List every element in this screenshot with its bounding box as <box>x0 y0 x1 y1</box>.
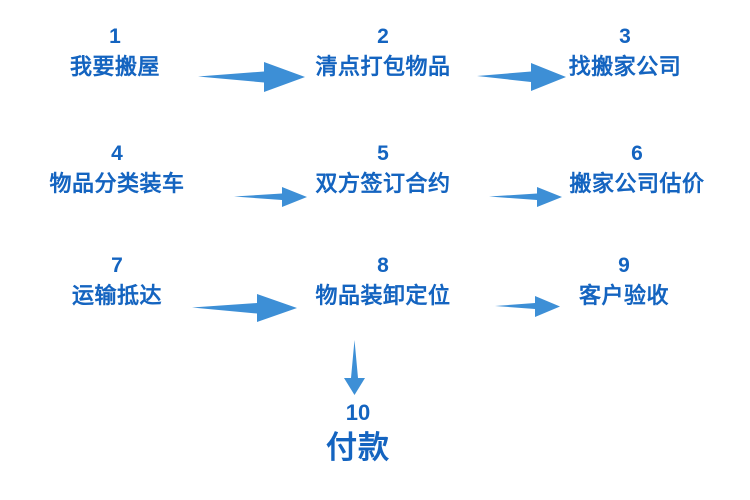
step-label: 付款 <box>326 430 390 465</box>
step-number: 4 <box>111 142 123 165</box>
arrow-4-to-5 <box>234 184 308 210</box>
flow-step-3[interactable]: 3 找搬家公司 <box>569 26 682 78</box>
step-number: 10 <box>345 400 371 425</box>
arrow-8-to-9 <box>495 294 561 320</box>
step-number: 8 <box>377 254 389 277</box>
step-label: 双方签订合约 <box>315 171 451 196</box>
flow-step-8[interactable]: 8 物品装卸定位 <box>315 255 450 307</box>
step-number: 2 <box>377 25 389 48</box>
step-number: 7 <box>111 254 123 277</box>
step-label: 搬家公司估价 <box>569 171 705 196</box>
arrow-2-to-3 <box>477 60 567 94</box>
step-label: 客户验收 <box>578 283 670 308</box>
flow-step-4[interactable]: 4 物品分类装车 <box>49 143 184 195</box>
step-number: 1 <box>109 25 121 48</box>
step-number: 9 <box>618 254 630 277</box>
flow-step-10[interactable]: 10 付款 <box>326 400 390 465</box>
step-label: 清点打包物品 <box>315 54 451 79</box>
step-label: 运输抵达 <box>71 283 163 308</box>
step-label: 找搬家公司 <box>568 54 682 79</box>
step-label: 物品分类装车 <box>49 171 185 196</box>
flow-step-9[interactable]: 9 客户验收 <box>579 255 669 307</box>
flow-step-6[interactable]: 6 搬家公司估价 <box>569 143 704 195</box>
step-number: 3 <box>619 25 631 48</box>
arrow-5-to-6 <box>489 184 563 210</box>
step-number: 5 <box>377 142 389 165</box>
arrow-7-to-8 <box>192 291 298 325</box>
arrow-8-to-10 <box>341 340 369 396</box>
flow-step-7[interactable]: 7 运输抵达 <box>72 255 162 307</box>
step-label: 物品装卸定位 <box>315 283 451 308</box>
flow-step-1[interactable]: 1 我要搬屋 <box>70 26 160 78</box>
step-number: 6 <box>631 142 643 165</box>
flow-step-2[interactable]: 2 清点打包物品 <box>315 26 450 78</box>
arrow-1-to-2 <box>198 59 306 95</box>
step-label: 我要搬屋 <box>69 54 161 79</box>
flow-step-5[interactable]: 5 双方签订合约 <box>315 143 450 195</box>
